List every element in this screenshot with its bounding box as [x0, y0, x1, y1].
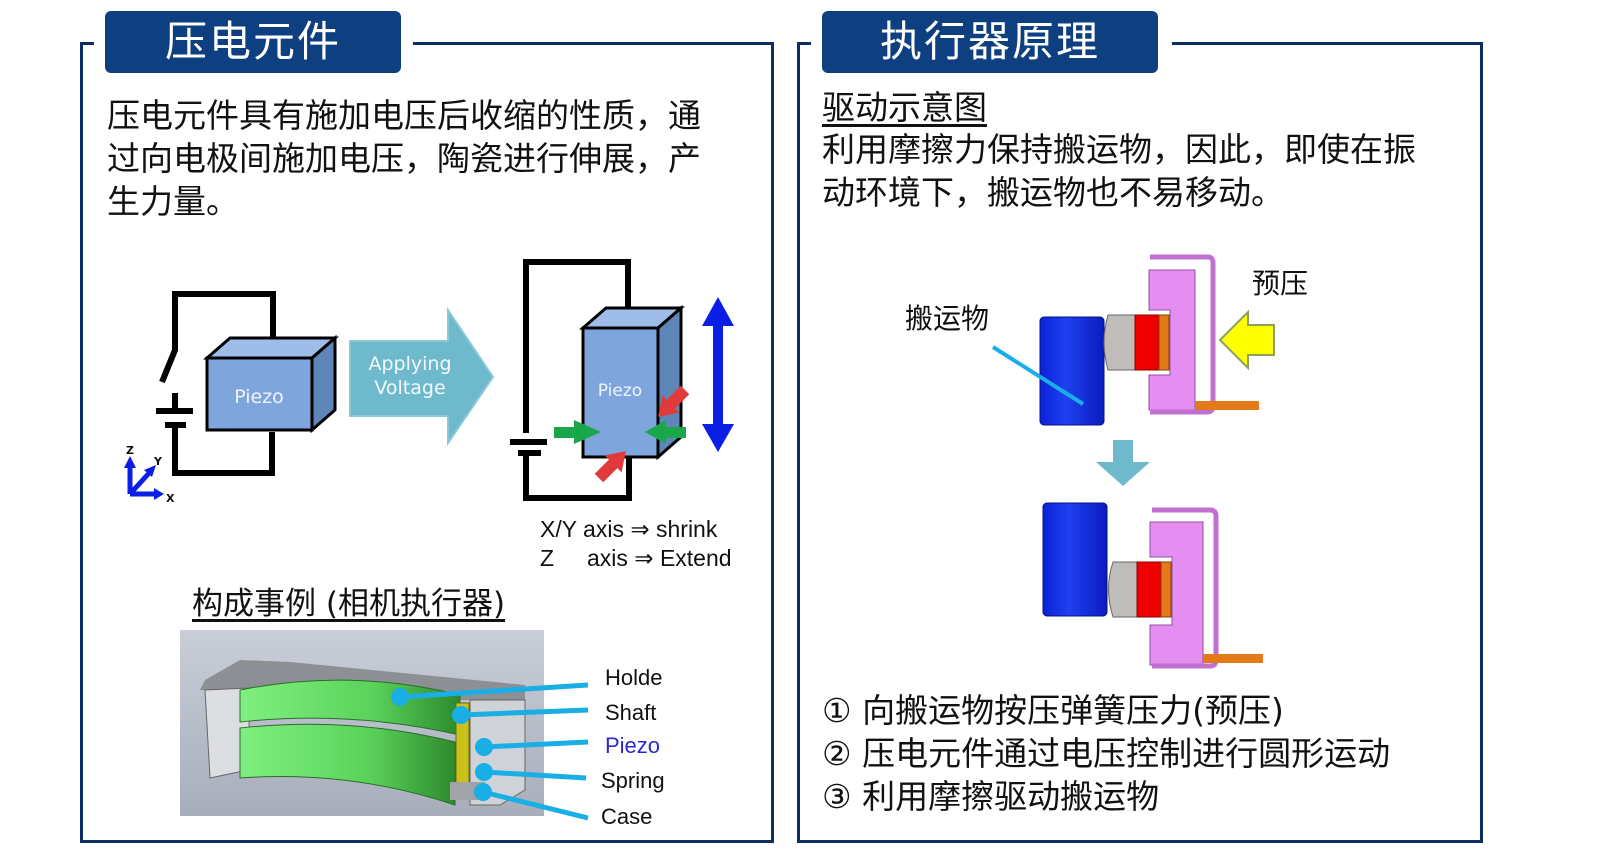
steps-list: ① 向搬运物按压弹簧压力(预压) ② 压电元件通过电压控制进行圆形运动 ③ 利用… [822, 689, 1390, 818]
circuit-wire [523, 440, 632, 501]
piezo-label-after: Piezo [598, 381, 642, 401]
result-xy-shrink: X/Y axis ⇒ shrink [540, 516, 718, 542]
carried-object-block [1039, 316, 1105, 426]
carried-object-block [1042, 502, 1108, 617]
electrode [1160, 561, 1172, 618]
step-item: ③ 利用摩擦驱动搬运物 [822, 777, 1160, 816]
transition-arrow-down [1096, 440, 1150, 486]
friction-tip [1108, 561, 1140, 618]
applying-voltage-arrow [349, 306, 495, 447]
piezo-label-before: Piezo [234, 386, 284, 408]
result-z-label: Z [540, 545, 555, 571]
shrink-arrow-red-bottom [594, 451, 626, 483]
example-heading: 构成事例 (相机执行器) [192, 586, 506, 622]
left-description-line: 生力量。 [107, 182, 239, 221]
left-description-line: 过向电极间施加电压，陶瓷进行伸展，产 [107, 139, 701, 178]
right-panel [797, 42, 1483, 843]
carried-object-label: 搬运物 [905, 302, 990, 335]
lead-wire [1195, 401, 1259, 410]
axis-label-y: Y [153, 455, 163, 468]
holder [1149, 521, 1204, 666]
step-item: ① 向搬运物按压弹簧压力(预压) [822, 691, 1284, 730]
left-description-line: 压电元件具有施加电压后收缩的性质，通 [107, 96, 701, 135]
right-panel-top-border [1172, 42, 1483, 45]
drive-diagram-heading: 驱动示意图 [822, 88, 987, 127]
shrink-arrow-red-top [658, 385, 690, 417]
circuit-wire [159, 291, 276, 384]
left-description: 压电元件具有施加电压后收缩的性质，通 过向电极间施加电压，陶瓷进行伸展，产 生力… [107, 94, 757, 223]
spring-frame [1152, 507, 1219, 669]
applying-voltage-label-2: Voltage [374, 377, 445, 399]
left-panel-title: 压电元件 [105, 11, 401, 73]
part-label-piezo: Piezo [605, 733, 661, 758]
piezo-box-front [205, 356, 314, 432]
right-description: 利用摩擦力保持搬运物，因此，即使在振 动环境下，搬运物也不易移动。 [822, 128, 1472, 214]
carried-object-pointer [991, 345, 1085, 406]
drive-state-before [991, 254, 1275, 426]
circuit-wire [172, 427, 275, 476]
friction-tip [1103, 314, 1139, 371]
drive-state-after [1042, 502, 1263, 669]
part-label-case: Case [601, 804, 653, 829]
part-label-holder: Holde [605, 665, 663, 690]
result-z-extend: axis ⇒ Extend [587, 545, 732, 571]
actuator-green-ring-lower [239, 723, 456, 806]
circuit-wire [523, 259, 631, 433]
preload-arrow [1218, 309, 1275, 371]
holder [1148, 269, 1196, 411]
axis-label-x: X [166, 492, 175, 505]
preload-label: 预压 [1252, 267, 1309, 300]
part-label-shaft: Shaft [605, 700, 657, 725]
callout-lines [391, 682, 589, 821]
shrink-arrow-green-right [645, 420, 686, 444]
left-panel [80, 42, 774, 843]
step-item: ② 压电元件通过电压控制进行圆形运动 [822, 734, 1391, 773]
right-panel-top-border [797, 42, 811, 45]
axis-label-z: Z [126, 444, 134, 457]
electrode [1158, 314, 1170, 371]
shrink-arrow-green-left [554, 420, 601, 444]
spring-frame [1150, 254, 1216, 415]
left-panel-top-border [80, 42, 94, 45]
right-panel-title: 执行器原理 [822, 11, 1158, 73]
part-label-spring: Spring [601, 768, 665, 793]
right-description-line: 动环境下，搬运物也不易移动。 [822, 173, 1284, 212]
lead-wire [1203, 654, 1263, 663]
right-description-line: 利用摩擦力保持搬运物，因此，即使在振 [822, 130, 1416, 169]
piezo-element [1134, 314, 1161, 371]
axis-icon [124, 456, 164, 500]
extend-arrow-blue [702, 297, 734, 452]
applying-voltage-label-1: Applying [368, 353, 451, 375]
piezo-element [1136, 561, 1162, 618]
left-panel-top-border [413, 42, 774, 45]
